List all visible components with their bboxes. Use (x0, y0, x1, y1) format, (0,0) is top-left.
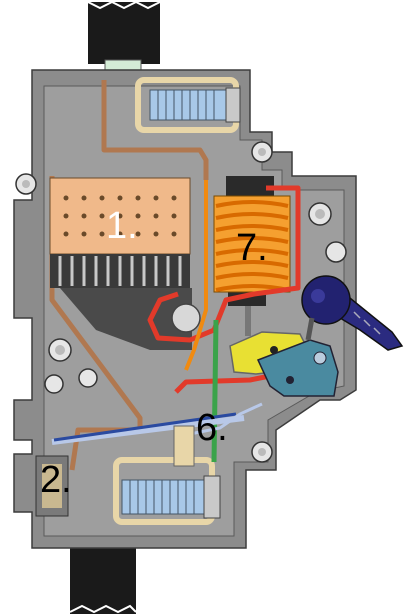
arc-chute (49, 177, 192, 350)
mounting-hole-bottom-right (251, 441, 273, 463)
mounting-hole-right (308, 202, 332, 226)
mounting-hole-top-right (251, 141, 273, 163)
callout-arc-chute: 1. (106, 205, 138, 247)
latch-mechanism (256, 339, 339, 397)
moving-contact (51, 402, 263, 467)
mounting-hole-left (48, 338, 72, 362)
green-rod (211, 319, 219, 463)
fixed-contact (35, 455, 69, 517)
bottom-screw-terminal (113, 457, 221, 525)
callout-solenoid: 7. (236, 227, 268, 269)
callout-contact: 6. (196, 407, 228, 449)
mounting-hole-top-left (15, 173, 37, 195)
pivot-wheel (171, 303, 201, 333)
mounting-hole-right-lower (325, 241, 347, 263)
mounting-hole-mid (78, 368, 98, 388)
orange-lead (184, 180, 208, 371)
toggle-knob (301, 275, 404, 351)
mounting-hole-left-lower (44, 374, 64, 394)
top-screw-terminal (135, 77, 241, 133)
callout-terminal: 2. (40, 459, 72, 501)
solenoid-coil (213, 176, 291, 336)
